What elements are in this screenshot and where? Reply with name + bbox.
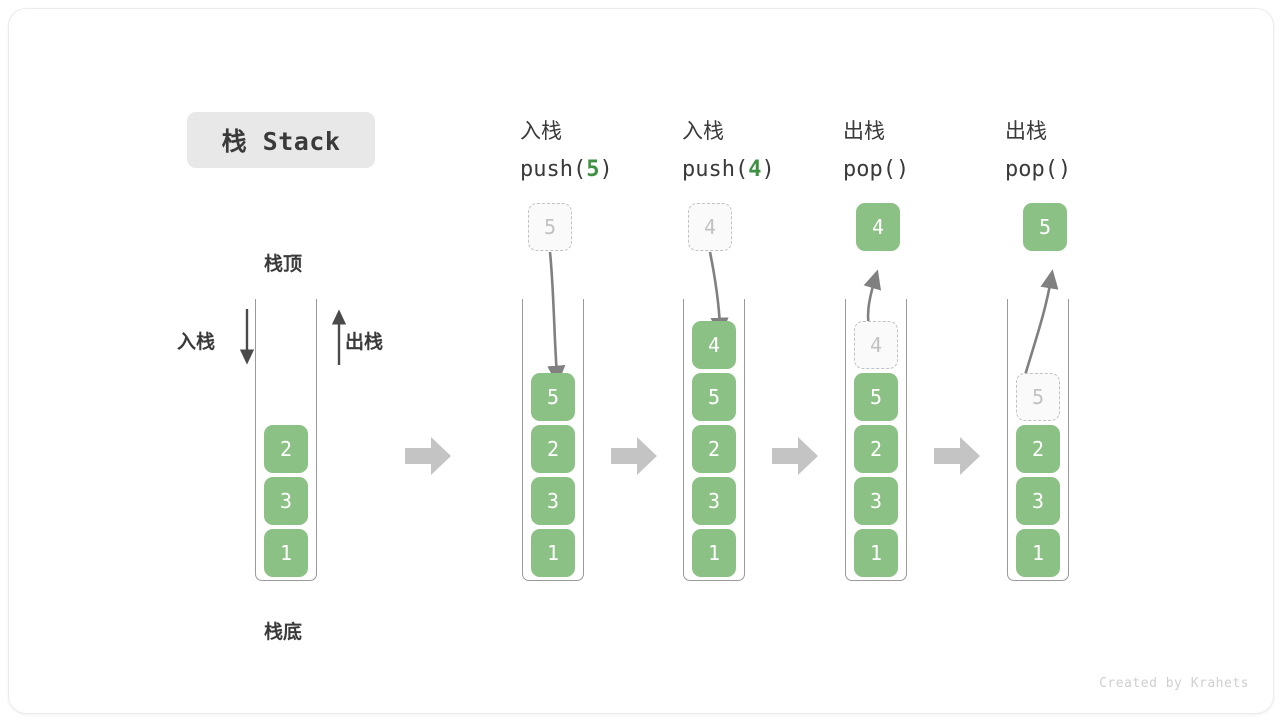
stack-container [255,299,317,581]
stack-cell-ghost: 5 [1016,373,1060,421]
stack-cell: 1 [264,529,308,577]
stack-cell: 1 [854,529,898,577]
stack-container [1007,299,1069,581]
operation-code-suffix: ) [895,157,910,182]
flow-arrow-icon [405,437,451,475]
stack-cell: 2 [531,425,575,473]
flow-arrow-icon [772,437,818,475]
title-badge: 栈 Stack [187,112,375,168]
stack-cell: 3 [264,477,308,525]
operation-code-arg: 4 [748,157,762,182]
stack-cell: 3 [692,477,736,525]
stack-container [845,299,907,581]
stack-cell: 3 [1016,477,1060,525]
operation-title-pop-4: 出栈 pop() [843,112,909,189]
operation-cn-label: 出栈 [843,119,885,143]
stack-cell: 2 [1016,425,1060,473]
stack-cell: 5 [854,373,898,421]
operation-title-push-5: 入栈 push(5) [520,112,613,189]
stack-bottom-label: 栈底 [264,621,303,643]
flow-arrow-icon [934,437,980,475]
operation-code-suffix: ) [761,157,775,182]
operation-code-prefix: push( [682,157,749,182]
floating-popped-cell: 5 [1023,203,1067,251]
stack-cell: 1 [1016,529,1060,577]
stack-cell: 5 [531,373,575,421]
pop-direction-arrow [331,309,347,365]
stack-cell: 1 [692,529,736,577]
credit-text: Created by Krahets [1099,676,1249,691]
stack-cell: 2 [692,425,736,473]
stack-cell: 3 [531,477,575,525]
stack-cell: 3 [854,477,898,525]
operation-cn-label: 入栈 [520,119,562,143]
operation-cn-label: 入栈 [682,119,724,143]
stack-container [522,299,584,581]
operation-title-pop-5: 出栈 pop() [1005,112,1071,189]
diagram-card: 栈 Stack 栈顶 入栈 出栈 2 3 1 栈底 [8,8,1274,714]
stack-cell: 1 [531,529,575,577]
operation-title-push-4: 入栈 push(4) [682,112,775,189]
operation-code-suffix: ) [599,157,613,182]
diagram-stage: 栈 Stack 栈顶 入栈 出栈 2 3 1 栈底 [9,9,1273,713]
push-direction-arrow [239,309,255,365]
pop-side-label: 出栈 [345,331,384,353]
stack-cell: 4 [692,321,736,369]
stack-cell-ghost: 4 [854,321,898,369]
operation-code-prefix: pop( [843,157,896,182]
push-side-label: 入栈 [177,331,216,353]
operation-code-prefix: pop( [1005,157,1058,182]
stack-top-label: 栈顶 [264,253,303,275]
stack-cell: 5 [692,373,736,421]
operation-cn-label: 出栈 [1005,119,1047,143]
operation-code-prefix: push( [520,157,587,182]
floating-popped-cell: 4 [856,203,900,251]
operation-code-arg: 5 [586,157,600,182]
flow-arrow-icon [611,437,657,475]
floating-ghost-cell: 5 [528,203,572,251]
stack-container [683,299,745,581]
floating-ghost-cell: 4 [688,203,732,251]
stack-cell: 2 [264,425,308,473]
operation-code-suffix: ) [1057,157,1072,182]
stack-cell: 2 [854,425,898,473]
